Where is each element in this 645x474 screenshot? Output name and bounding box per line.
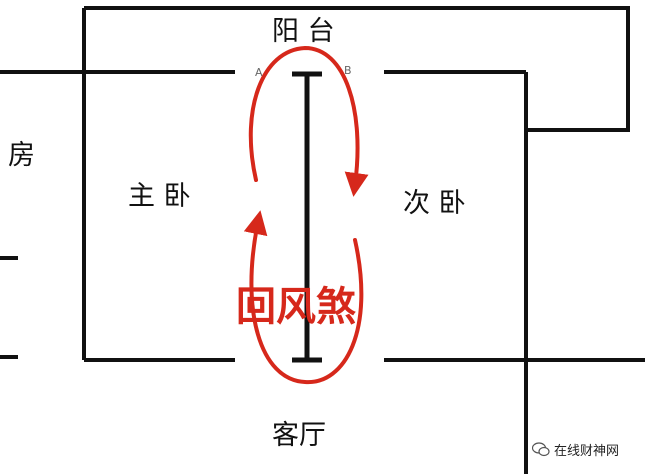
living-room-label: 客厅 bbox=[272, 420, 326, 451]
airflow-arc-top bbox=[248, 45, 369, 197]
master-bedroom-label: 主 卧 bbox=[128, 181, 191, 212]
balcony-outer-wall bbox=[84, 6, 630, 132]
point-b-label: B bbox=[344, 64, 352, 77]
watermark: 在线财神网 bbox=[532, 440, 619, 459]
balcony-label: 阳 台 bbox=[272, 16, 335, 47]
wechat-icon bbox=[532, 442, 550, 457]
second-bedroom-label: 次 卧 bbox=[403, 188, 466, 219]
watermark-text: 在线财神网 bbox=[554, 444, 620, 459]
airflow-arc-bottom bbox=[243, 210, 364, 385]
fang-label: 房 bbox=[8, 140, 35, 171]
feng-sha-label: 回风煞 bbox=[236, 284, 356, 330]
point-a-label: A bbox=[255, 66, 263, 79]
